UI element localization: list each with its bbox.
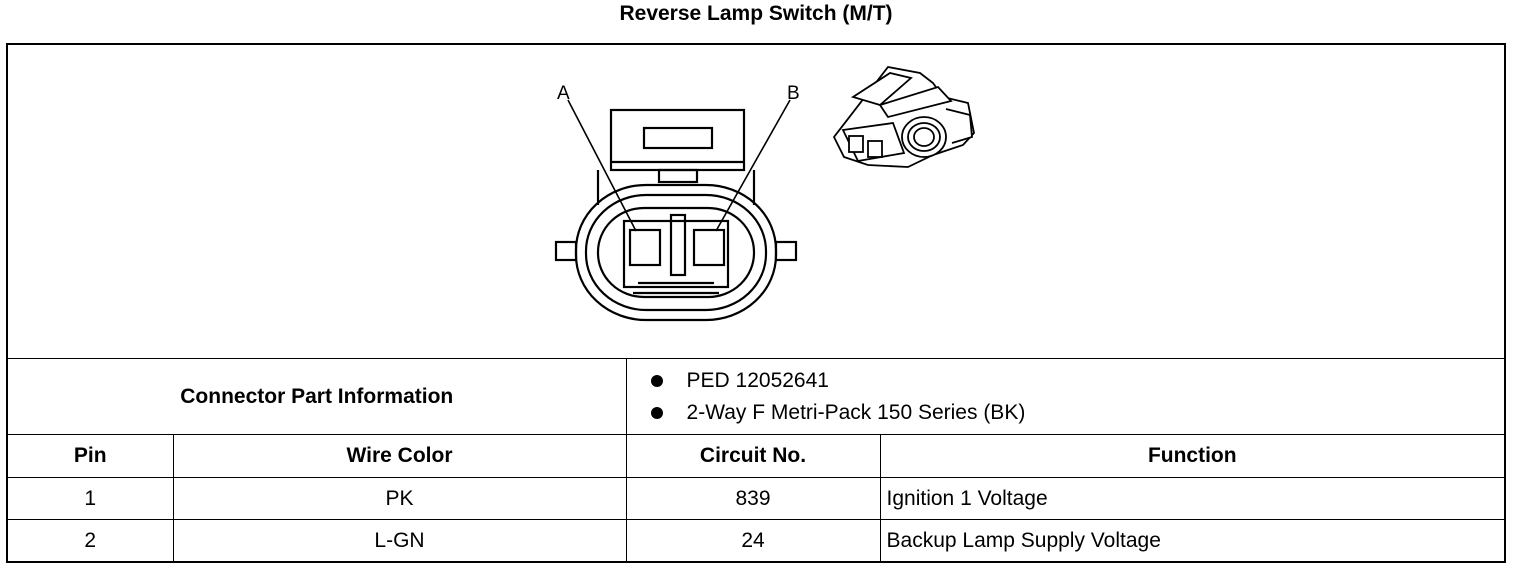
connector-part-text: 2-Way F Metri-Pack 150 Series (BK) — [686, 400, 1026, 424]
header-pin: Pin — [8, 434, 174, 478]
header-circuit-no: Circuit No. — [625, 434, 881, 478]
pin-b-label: B — [787, 83, 800, 104]
cell-pin: 1 — [8, 477, 174, 520]
cell-wire-color: PK — [172, 477, 627, 520]
cell-pin: 2 — [8, 519, 174, 562]
table-row: 2 L-GN 24 Backup Lamp Supply Voltage — [8, 519, 1505, 562]
page-title: Reverse Lamp Switch (M/T) — [619, 2, 893, 25]
connector-part-row: Connector Part Information PED 12052641 … — [8, 358, 1505, 435]
pin-callout-lines — [567, 99, 791, 232]
header-wire-color: Wire Color — [172, 434, 627, 478]
table-row: 1 PK 839 Ignition 1 Voltage — [8, 477, 1505, 520]
cell-wire-color: L-GN — [172, 519, 627, 562]
header-function: Function — [879, 434, 1505, 478]
connector-face-drawing — [554, 108, 798, 322]
connector-part-details: PED 12052641 2-Way F Metri-Pack 150 Seri… — [625, 358, 1505, 435]
cell-circuit-no: 24 — [625, 519, 881, 562]
cell-function: Ignition 1 Voltage — [879, 477, 1505, 520]
connector-part-label: Connector Part Information — [8, 358, 627, 435]
pin-a-label: A — [557, 83, 570, 104]
bullet-icon — [650, 406, 663, 419]
connector-part-list: PED 12052641 2-Way F Metri-Pack 150 Seri… — [633, 365, 1499, 429]
connector-diagram: A B — [554, 66, 975, 322]
cell-circuit-no: 839 — [625, 477, 881, 520]
connector-perspective-icon — [832, 66, 975, 168]
connector-info-table: Connector Part Information PED 12052641 … — [8, 358, 1505, 562]
bullet-icon — [650, 374, 663, 387]
connector-part-text: PED 12052641 — [686, 368, 829, 392]
connector-part-item: 2-Way F Metri-Pack 150 Series (BK) — [650, 397, 1499, 429]
cell-function: Backup Lamp Supply Voltage — [879, 519, 1505, 562]
connector-table-frame: A B Connector Part Information — [6, 43, 1506, 563]
table-header-row: Pin Wire Color Circuit No. Function — [8, 434, 1505, 478]
connector-part-item: PED 12052641 — [650, 365, 1499, 397]
